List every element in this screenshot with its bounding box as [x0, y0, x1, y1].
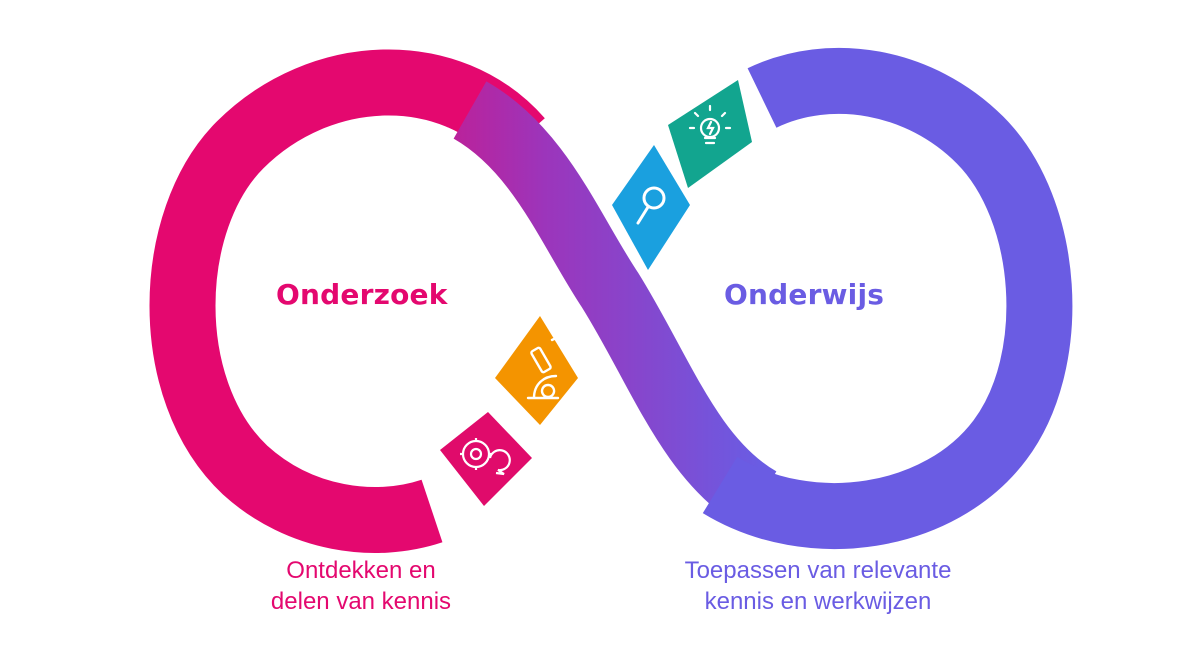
onderzoek-title: Onderzoek — [276, 278, 448, 311]
microscope-icon — [526, 335, 560, 400]
onderzoek-caption-line1: Ontdekken en — [286, 557, 436, 584]
tile-magnifier — [612, 145, 690, 270]
onderwijs-title: Onderwijs — [724, 278, 885, 311]
discussion-gear-icon — [460, 438, 511, 476]
lightbulb-icon — [688, 104, 732, 145]
onderwijs-caption-line2: kennis en werkwijzen — [704, 588, 932, 615]
onderzoek-caption-line2: delen van kennis — [270, 588, 452, 615]
onderwijs-caption-line1: Toepassen van relevante — [684, 557, 952, 584]
left-loop — [149, 49, 545, 553]
onderwijs-caption: Toepassen van relevante kennis en werkwi… — [648, 555, 988, 617]
crossing-band — [452, 81, 778, 529]
tile-lightbulb — [668, 80, 752, 188]
tile-discussion — [440, 412, 532, 506]
tile-microscope — [495, 316, 578, 425]
onderzoek-caption: Ontdekken en delen van kennis — [236, 555, 486, 617]
magnifier-icon — [636, 186, 666, 225]
right-loop — [702, 47, 1073, 549]
